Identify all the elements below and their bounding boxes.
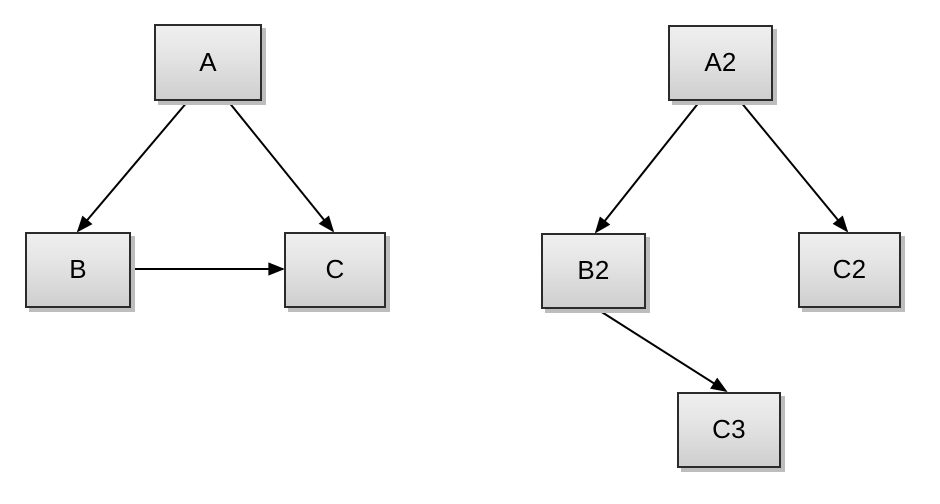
arrowhead-b-c-icon — [268, 262, 285, 276]
node-c3-label: C3 — [712, 414, 746, 444]
arrowhead-a2-c2-icon — [832, 215, 849, 233]
node-a2-label: A2 — [704, 47, 737, 77]
edge-group — [76, 100, 849, 393]
node-b2[interactable]: B2 — [541, 233, 646, 309]
edge-a-b — [77, 100, 189, 232]
arrowhead-a-b-icon — [76, 215, 93, 233]
node-c-label: C — [325, 254, 345, 284]
node-a[interactable]: A — [154, 24, 262, 101]
node-c3[interactable]: C3 — [677, 392, 781, 468]
edge-a-c — [227, 100, 334, 232]
edge-b2-c3 — [596, 308, 727, 392]
node-c2[interactable]: C2 — [798, 232, 901, 308]
node-a-label: A — [199, 46, 217, 77]
node-b[interactable]: B — [25, 232, 131, 308]
node-c[interactable]: C — [284, 232, 386, 308]
arrowhead-a-c-icon — [318, 215, 335, 233]
edge-a2-c2 — [739, 100, 848, 232]
arrowhead-a2-b2-icon — [594, 216, 611, 234]
node-b2-label: B2 — [577, 255, 610, 285]
node-b-label: B — [69, 254, 87, 284]
edge-a2-b2 — [595, 100, 701, 233]
node-a2[interactable]: A2 — [668, 25, 773, 101]
node-c2-label: C2 — [832, 254, 867, 284]
arrowhead-b2-c3-icon — [710, 377, 728, 393]
